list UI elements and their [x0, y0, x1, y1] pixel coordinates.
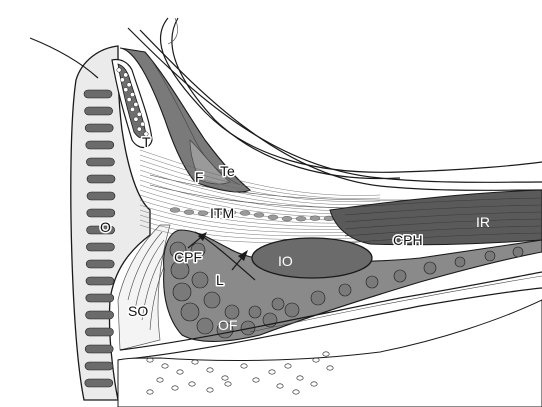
tarsus-gland [137, 112, 141, 116]
septum-dot [240, 211, 250, 216]
bone-slot [85, 345, 113, 353]
label-SO: SO [128, 303, 148, 319]
bone-slot [85, 328, 113, 336]
label-IR: IR [476, 214, 490, 230]
label-T: T [142, 134, 151, 150]
fat-lobule [339, 284, 351, 296]
fat-lobule [311, 291, 325, 305]
fat-lobule [192, 272, 208, 288]
septum-dot [170, 208, 180, 213]
septum-dot [268, 215, 278, 220]
fat-lobule [181, 303, 199, 321]
tarsus-gland [134, 117, 138, 121]
tarsus-gland [120, 78, 124, 82]
bone-slot [85, 124, 113, 132]
tarsus-gland [123, 73, 127, 77]
fat-lobule [173, 283, 191, 301]
label-IO: IO [278, 253, 293, 269]
fat-lobule [204, 292, 220, 308]
septal-fiber [140, 150, 380, 196]
tarsus-gland [130, 107, 134, 111]
fat-lobule [197, 318, 213, 334]
label-Te: Te [220, 163, 235, 179]
label-CPH: CPH [393, 232, 423, 248]
fat-lobule [394, 270, 406, 282]
fat-lobule [485, 251, 495, 261]
septum-dot [282, 216, 292, 221]
septum-dot [198, 211, 208, 216]
fat-lobule [513, 247, 523, 257]
septum-dot [184, 210, 194, 215]
trabecular-speckle [323, 352, 329, 356]
septum-dot [254, 213, 264, 218]
muscle-IO [252, 238, 372, 278]
fat-lobule [249, 306, 261, 318]
tarsus-gland [127, 97, 131, 101]
label-ITM: ITM [210, 205, 234, 221]
septum-dot [310, 216, 320, 221]
bone-slot [87, 192, 115, 200]
bone-slot [86, 260, 114, 268]
label-L: L [216, 272, 224, 288]
bone-slot [86, 243, 114, 251]
fat-lobule [455, 257, 465, 267]
label-OF: OF [218, 317, 237, 333]
bone-slot [85, 362, 113, 370]
tarsus-gland [134, 102, 138, 106]
bone-slot [87, 175, 115, 183]
bone-slot [86, 294, 114, 302]
bone-slot [85, 379, 113, 387]
bone-slot [87, 209, 115, 217]
fat-lobule [366, 276, 378, 288]
label-F: F [195, 169, 204, 185]
fat-lobule [285, 303, 299, 317]
fat-lobule [424, 262, 436, 274]
bone-slot [86, 277, 114, 285]
tarsus-gland [140, 122, 144, 126]
bone-slot [86, 141, 114, 149]
tarsus-gland [130, 92, 134, 96]
tarsus-gland [124, 87, 128, 91]
septum-dot [296, 216, 306, 221]
bone-slot [86, 158, 114, 166]
bone-slot [84, 90, 112, 98]
fat-lobule [272, 298, 284, 310]
tarsus-gland [127, 83, 131, 87]
label-CPF: CPF [174, 249, 202, 265]
label-O: O [100, 219, 111, 235]
tarsus-gland [117, 68, 121, 72]
bone-slot [85, 107, 113, 115]
tarsus-gland [137, 127, 141, 131]
muscle-IR [330, 190, 542, 245]
bone-slot [86, 311, 114, 319]
